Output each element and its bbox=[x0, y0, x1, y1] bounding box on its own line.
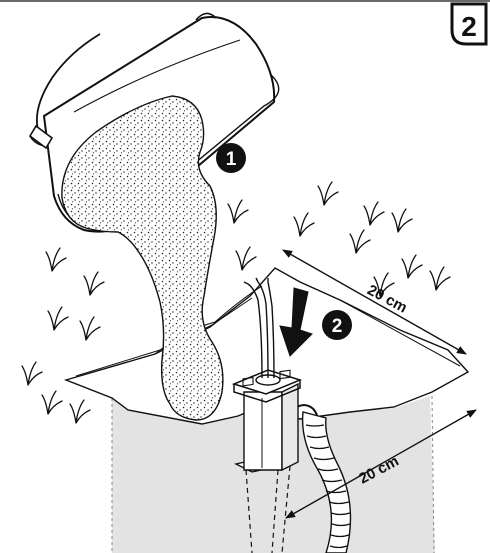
width-dimension-arrow bbox=[282, 249, 467, 355]
callout-1-label: 1 bbox=[226, 149, 237, 170]
step-number-tab: 2 bbox=[450, 2, 488, 46]
push-down-arrow bbox=[279, 287, 313, 357]
callout-2-label: 2 bbox=[332, 316, 343, 337]
depth-dimension-arrow bbox=[285, 409, 477, 519]
step-number: 2 bbox=[461, 11, 477, 42]
callout-badge-2: 2 bbox=[322, 310, 352, 340]
grass-tufts bbox=[21, 181, 451, 424]
sand-stream bbox=[61, 95, 224, 421]
power-cables bbox=[243, 277, 275, 379]
callout-badge-1: 1 bbox=[216, 143, 246, 173]
